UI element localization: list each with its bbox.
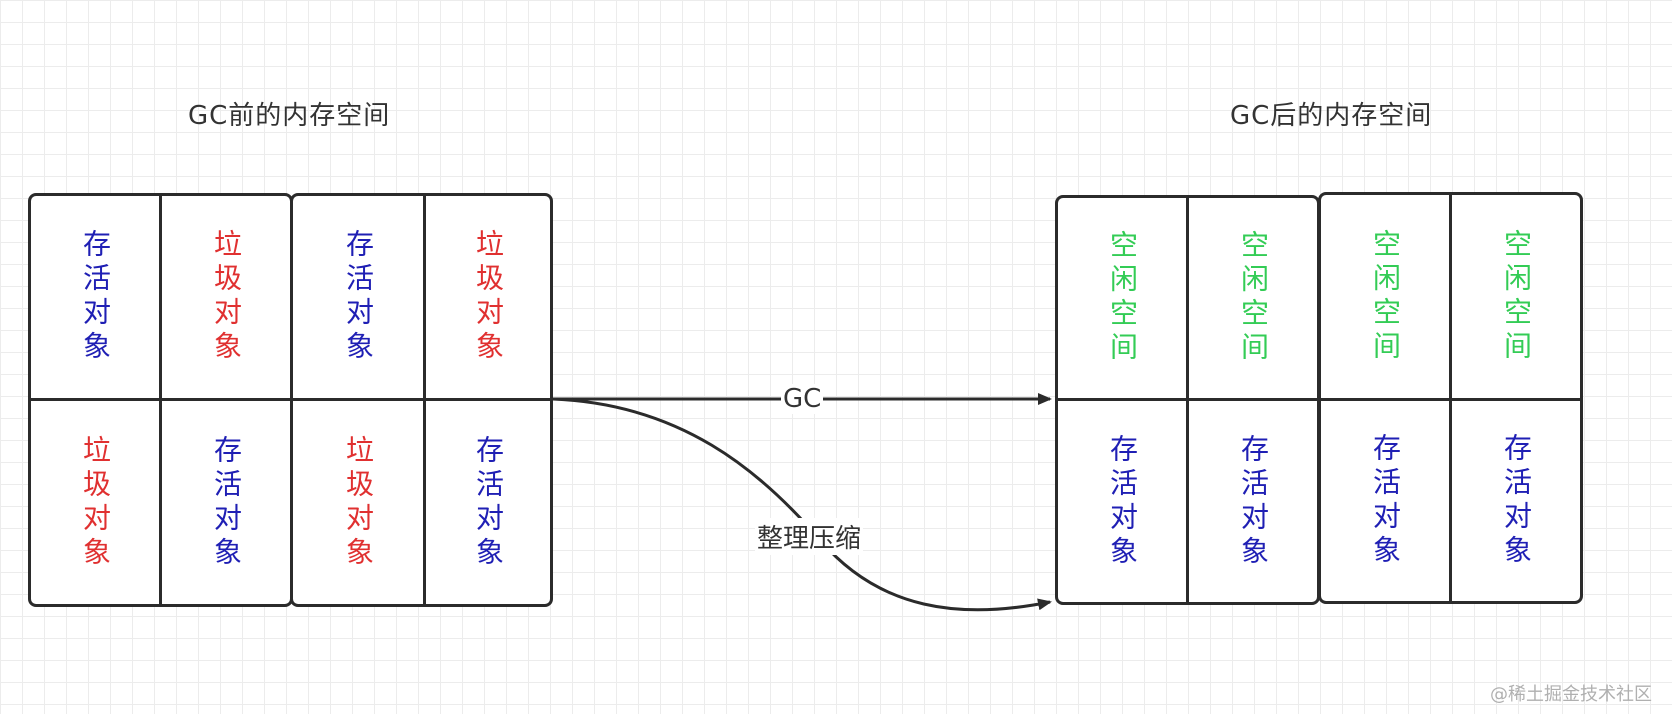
live-object-label: 存活对象 [472, 434, 505, 571]
live-object-label: 存活对象 [342, 229, 375, 365]
compact-arrow [552, 397, 1052, 612]
garbage-object-label: 垃圾对象 [210, 229, 243, 365]
before-title: GC前的内存空间 [188, 101, 391, 131]
memory-cell: 垃圾对象 [31, 401, 159, 604]
garbage-object-label: 垃圾对象 [342, 434, 375, 571]
memory-cell: 空闲空间 [1321, 195, 1449, 398]
watermark: @稀土掘金技术社区 [1490, 684, 1652, 705]
free-space-label: 空闲空间 [1500, 228, 1533, 365]
memory-cell: 空闲空间 [1189, 198, 1317, 398]
before-memory-box-left: 存活对象 垃圾对象 垃圾对象 存活对象 [28, 193, 293, 607]
divider [1321, 398, 1580, 401]
memory-cell: 存活对象 [31, 196, 159, 398]
free-space-label: 空闲空间 [1237, 230, 1270, 366]
before-memory-box-right: 存活对象 垃圾对象 垃圾对象 存活对象 [290, 193, 553, 607]
free-space-label: 空闲空间 [1369, 228, 1402, 365]
live-object-label: 存活对象 [1369, 433, 1402, 569]
live-object-label: 存活对象 [1106, 433, 1139, 570]
divider [31, 398, 290, 401]
compact-arrow-label: 整理压缩 [755, 518, 864, 555]
memory-cell: 存活对象 [1058, 401, 1186, 602]
memory-cell: 垃圾对象 [293, 401, 423, 604]
memory-cell: 存活对象 [426, 401, 550, 604]
live-object-label: 存活对象 [79, 229, 112, 365]
memory-cell: 垃圾对象 [162, 196, 290, 398]
live-object-label: 存活对象 [1237, 433, 1270, 570]
gc-arrow-label: GC [781, 384, 824, 414]
memory-cell: 存活对象 [1452, 401, 1580, 601]
memory-cell: 空闲空间 [1452, 195, 1580, 398]
divider [1058, 398, 1317, 401]
memory-cell: 存活对象 [293, 196, 423, 398]
memory-cell: 存活对象 [1321, 401, 1449, 601]
after-memory-box-right: 空闲空间 空闲空间 存活对象 存活对象 [1318, 192, 1583, 604]
garbage-object-label: 垃圾对象 [472, 229, 505, 365]
memory-cell: 垃圾对象 [426, 196, 550, 398]
after-memory-box-left: 空闲空间 空闲空间 存活对象 存活对象 [1055, 195, 1320, 605]
memory-cell: 存活对象 [1189, 401, 1317, 602]
live-object-label: 存活对象 [210, 434, 243, 571]
divider [293, 398, 550, 401]
live-object-label: 存活对象 [1500, 433, 1533, 569]
memory-cell: 存活对象 [162, 401, 290, 604]
free-space-label: 空闲空间 [1106, 230, 1139, 366]
garbage-object-label: 垃圾对象 [79, 434, 112, 571]
memory-cell: 空闲空间 [1058, 198, 1186, 398]
after-title: GC后的内存空间 [1230, 101, 1433, 131]
